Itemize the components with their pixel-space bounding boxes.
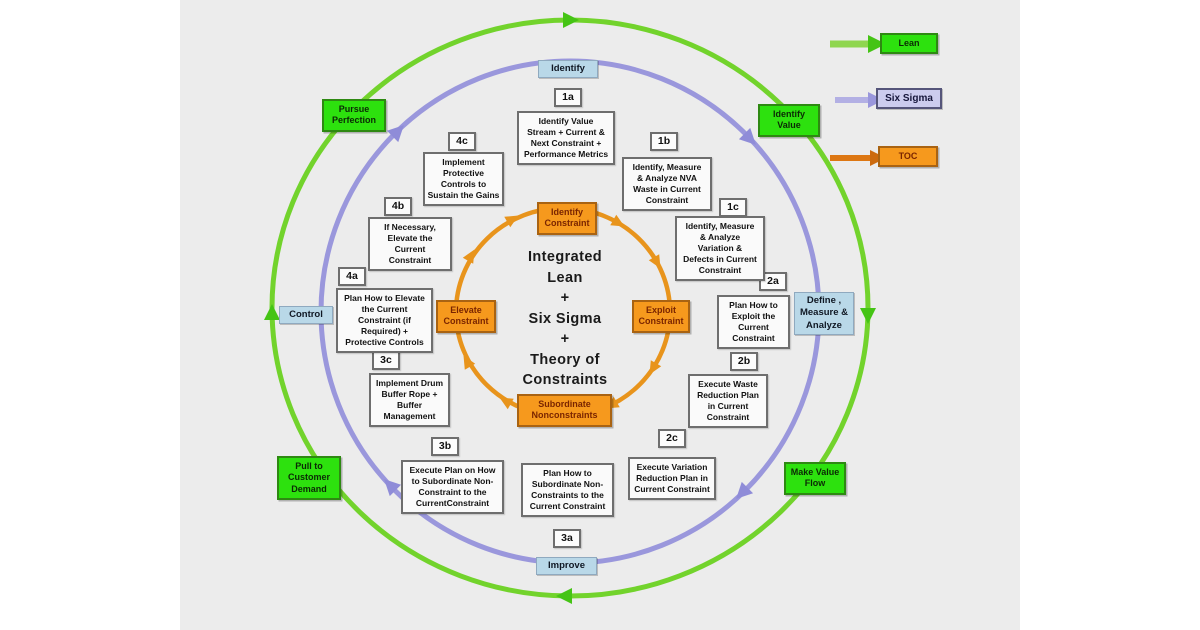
phase-identify: Identify: [538, 60, 598, 79]
step-label-3c: 3c: [372, 351, 400, 370]
step-label-3b: 3b: [431, 437, 459, 456]
toc-arrow-icon: [462, 214, 662, 410]
step-label-2a: 2a: [759, 272, 787, 291]
phase-subordinate-nonconstraints: Subordinate Nonconstraints: [517, 394, 612, 427]
phase-exploit-constraint: Exploit Constraint: [632, 300, 690, 333]
step-box-3c: Implement Drum Buffer Rope + Buffer Mana…: [369, 373, 450, 428]
step-box-1b: Identify, Measure & Analyze NVA Waste in…: [622, 157, 712, 212]
lean-arrow-icon: [264, 12, 876, 604]
center-title: Integrated Lean + Six Sigma + Theory of …: [522, 249, 608, 389]
step-label-4c: 4c: [448, 132, 476, 151]
step-label-3a: 3a: [553, 529, 581, 548]
step-box-1a: Identify Value Stream + Current & Next C…: [517, 111, 615, 166]
phase-pursue-perfection: Pursue Perfection: [322, 99, 386, 132]
step-label-1c: 1c: [719, 198, 747, 217]
legend-six-sigma-label: Six Sigma: [876, 88, 942, 109]
legend-lean-arrow-icon: [830, 35, 886, 53]
step-label-1b: 1b: [650, 132, 678, 151]
phase-make-value-flow: Make Value Flow: [784, 462, 846, 495]
phase-identify-value: Identify Value: [758, 104, 820, 137]
legend-lean-label: Lean: [880, 33, 938, 55]
step-box-3a: Plan How to Subordinate Non- Constraints…: [521, 463, 614, 518]
step-box-2a: Plan How to Exploit the Current Constrai…: [717, 295, 790, 350]
step-box-4a: Plan How to Elevate the Current Constrai…: [336, 288, 433, 354]
phase-improve: Improve: [536, 557, 597, 576]
step-box-4c: Implement Protective Controls to Sustain…: [423, 152, 504, 207]
step-box-1c: Identify, Measure & Analyze Variation & …: [675, 216, 765, 282]
step-box-3b: Execute Plan on How to Subordinate Non- …: [401, 460, 504, 515]
phase-define-measure-analyze: Define , Measure & Analyze: [794, 292, 854, 336]
step-label-1a: 1a: [554, 88, 582, 107]
step-label-4b: 4b: [384, 197, 412, 216]
phase-pull-to-customer-demand: Pull to Customer Demand: [277, 456, 341, 500]
step-label-2c: 2c: [658, 429, 686, 448]
step-box-2c: Execute Variation Reduction Plan in Curr…: [628, 457, 716, 501]
phase-elevate-constraint: Elevate Constraint: [436, 300, 496, 333]
phase-control: Control: [279, 306, 333, 325]
phase-identify-constraint: Identify Constraint: [537, 202, 597, 235]
diagram-canvas: Lean Six Sigma TOC Integrated Lean + Six…: [180, 0, 1020, 630]
step-label-4a: 4a: [338, 267, 366, 286]
step-label-2b: 2b: [730, 352, 758, 371]
step-box-4b: If Necessary, Elevate the Current Constr…: [368, 217, 452, 272]
legend-toc-label: TOC: [878, 146, 938, 168]
step-box-2b: Execute Waste Reduction Plan in Current …: [688, 374, 768, 429]
